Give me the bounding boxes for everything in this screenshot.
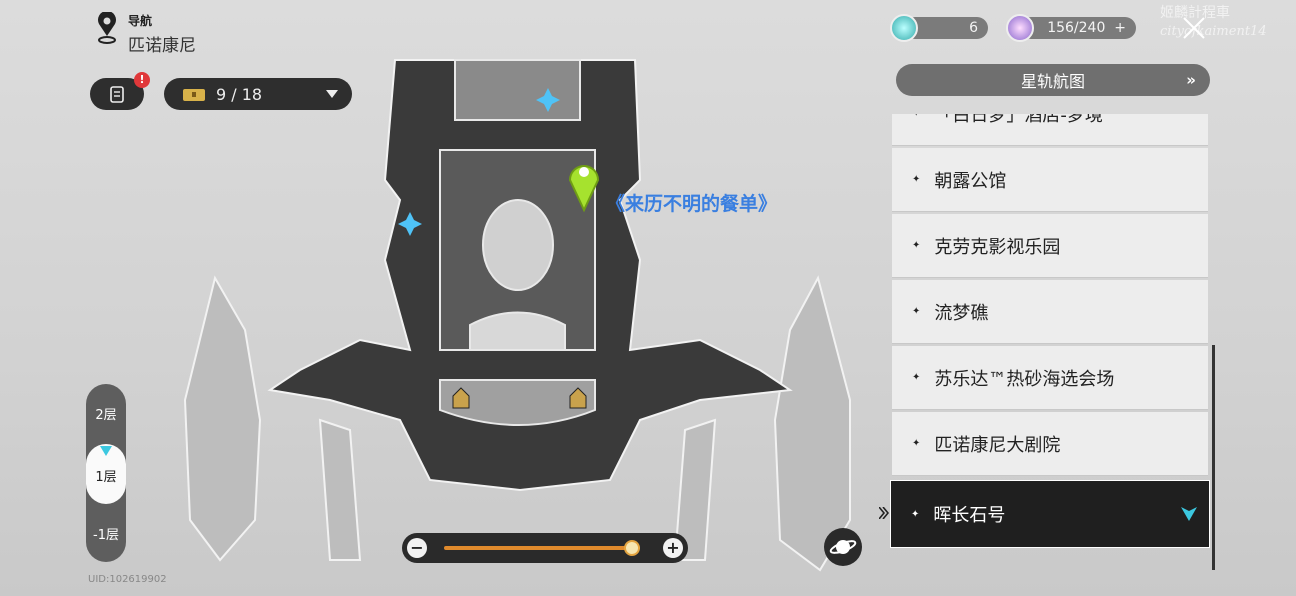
- chevron-down-icon: [326, 90, 338, 98]
- star-rail-map-button[interactable]: 星轨航图 »: [896, 64, 1210, 96]
- marker-label[interactable]: 《来历不明的餐单》: [606, 193, 778, 215]
- map-pin-icon: [98, 12, 116, 44]
- planet-icon: [829, 540, 857, 554]
- warp-icon-2: [398, 212, 422, 236]
- location-label: 朝露公馆: [934, 170, 1007, 192]
- warp-icon-1: [536, 88, 560, 112]
- fuel-counter: 6: [904, 17, 988, 39]
- location-label: 苏乐达™热砂海选会场: [934, 368, 1115, 390]
- map-wing-right: [773, 275, 851, 572]
- star-bullet-icon: ✦: [912, 372, 921, 383]
- chest-icon: [183, 89, 205, 101]
- list-item[interactable]: ✦ 克劳克影视乐园: [892, 214, 1208, 278]
- zoom-track[interactable]: [444, 546, 640, 550]
- floor-b1[interactable]: -1层: [93, 528, 119, 543]
- chest-count: 9 / 18: [216, 84, 263, 104]
- star-bullet-icon: ✦: [912, 438, 921, 449]
- add-power-button[interactable]: +: [1114, 20, 1126, 36]
- selected-chevron-icon: [1181, 507, 1197, 521]
- map-marker-icon: [568, 165, 600, 213]
- location-label: 「白日梦」酒店-梦境: [934, 114, 1103, 126]
- zoom-handle[interactable]: [624, 540, 641, 556]
- current-floor-indicator-icon: [100, 446, 112, 456]
- location-list[interactable]: ✦ 「白日梦」酒店-梦境 ✦ 朝露公馆 ✦ 克劳克影视乐园 ✦ 流梦礁 ✦ 苏乐达™热砂海…: [890, 114, 1210, 574]
- zoom-in-button[interactable]: +: [663, 538, 683, 558]
- quest-button[interactable]: !: [90, 72, 150, 110]
- list-item[interactable]: ✦ 苏乐达™热砂海选会场: [892, 346, 1208, 410]
- list-item-selected[interactable]: ✦ 晖长石号: [890, 480, 1210, 548]
- list-item[interactable]: ✦ 匹诺康尼大剧院: [892, 412, 1208, 476]
- nav-label: 导航: [128, 14, 153, 28]
- star-bullet-icon: ✦: [912, 306, 921, 317]
- floor-2[interactable]: 2层: [95, 408, 117, 423]
- watermark: 姬麟計程車: [1160, 5, 1230, 21]
- bell-icon-1: [452, 387, 470, 409]
- map-wing-left: [183, 275, 262, 562]
- location-label: 晖长石号: [933, 505, 1006, 526]
- zoom-slider[interactable]: − +: [402, 533, 688, 563]
- fuel-value: 6: [969, 20, 978, 36]
- star-rail-map-label: 星轨航图: [1020, 72, 1085, 91]
- planet-button[interactable]: [824, 528, 862, 566]
- star-bullet-icon: ✦: [912, 174, 921, 185]
- location-label: 匹诺康尼大剧院: [934, 434, 1061, 456]
- bell-icon-2: [569, 387, 587, 409]
- location-label: 流梦礁: [934, 302, 989, 324]
- list-item[interactable]: ✦ 「白日梦」酒店-梦境: [892, 114, 1208, 146]
- floor-selector[interactable]: 2层 1层 -1层: [86, 384, 126, 562]
- double-chevron-icon: »: [1186, 71, 1196, 89]
- chest-dropdown[interactable]: 9 / 18: [164, 78, 352, 110]
- power-icon: [1006, 14, 1034, 42]
- close-icon[interactable]: [1180, 14, 1208, 42]
- list-scrollbar[interactable]: [1212, 345, 1215, 570]
- selection-arrow-icon: [879, 507, 889, 519]
- zoom-out-button[interactable]: −: [407, 538, 427, 558]
- nav-header: 导航匹诺康尼: [96, 12, 196, 56]
- list-item[interactable]: ✦ 朝露公馆: [892, 148, 1208, 212]
- star-bullet-icon: ✦: [912, 114, 920, 119]
- clipboard-icon: [110, 86, 124, 103]
- location-label: 克劳克影视乐园: [934, 236, 1061, 258]
- watermark-sub: cityofkaiment14: [1160, 24, 1267, 39]
- fuel-icon: [890, 14, 918, 42]
- alert-badge: !: [134, 72, 150, 88]
- power-value: 156/240: [1047, 20, 1106, 36]
- list-item[interactable]: ✦ 流梦礁: [892, 280, 1208, 344]
- nav-location: 匹诺康尼: [128, 36, 196, 56]
- star-bullet-icon: ✦: [911, 508, 920, 520]
- star-bullet-icon: ✦: [912, 240, 921, 251]
- uid-text: UID:102619902: [88, 574, 167, 585]
- power-counter[interactable]: 156/240 +: [1020, 17, 1136, 39]
